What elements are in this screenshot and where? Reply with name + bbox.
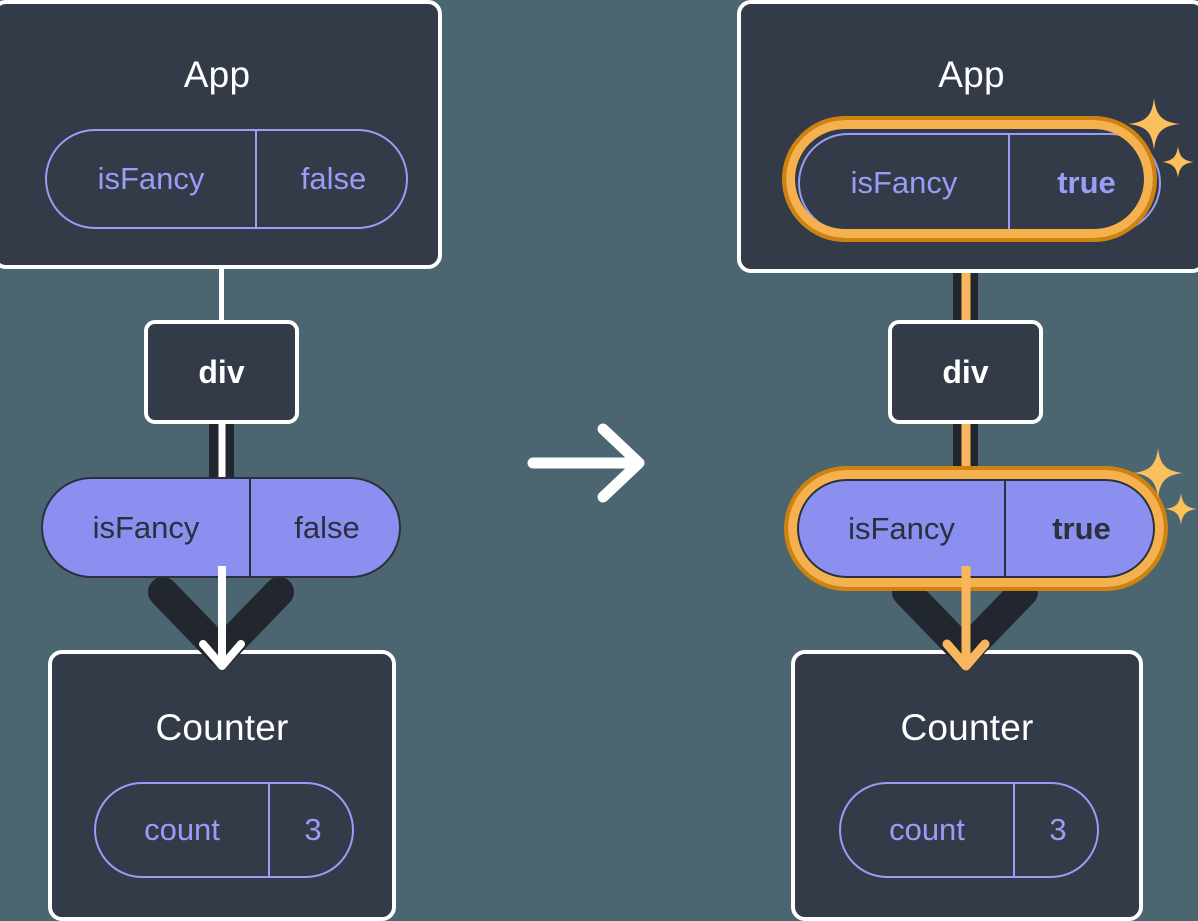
counter-box-before: Counter count 3 (48, 650, 396, 921)
counter-title-after: Counter (900, 707, 1034, 748)
app-state-pill-before: isFancy false (45, 129, 408, 229)
prop-pill-after: isFancy true (797, 479, 1155, 578)
counter-state-pill-value-before: 3 (268, 784, 356, 876)
app-state-pill-value-after: true (1008, 135, 1163, 231)
sparkle-icon-prop-after (1133, 448, 1197, 525)
counter-state-pill-key-after: count (889, 812, 965, 847)
counter-state-pill-after: count 3 (839, 782, 1099, 878)
prop-arrow-head-before (199, 640, 245, 670)
counter-state-pill-key-before: count (144, 812, 220, 847)
counter-box-after: Counter count 3 (791, 650, 1143, 921)
counter-title-before: Counter (155, 707, 289, 748)
prop-arrow-head-after (942, 639, 990, 671)
div-box-before: div (144, 320, 299, 424)
prop-pill-before: isFancy false (41, 477, 401, 578)
div-box-after: div (888, 320, 1043, 424)
sparkle-icon-app-after (1128, 98, 1194, 178)
wire-div-to-prop-right (953, 420, 978, 482)
prop-arrow-before (199, 566, 245, 670)
counter-state-pill-value-after: 3 (1013, 784, 1101, 876)
prop-arrow-after (942, 566, 990, 671)
app-title-before: App (183, 54, 251, 95)
prop-pill-key-before: isFancy (92, 509, 200, 545)
app-state-pill-value-before: false (255, 131, 410, 227)
app-state-pill-key-after: isFancy (850, 165, 958, 200)
app-box-after: App isFancy true (737, 0, 1198, 273)
prop-pill-value-before: false (249, 479, 403, 576)
app-state-pill-key-before: isFancy (97, 161, 205, 196)
transition-arrow-icon (527, 423, 645, 503)
counter-state-pill-before: count 3 (94, 782, 354, 878)
app-state-pill-after: isFancy true (798, 133, 1161, 233)
div-label-before: div (198, 353, 245, 390)
prop-pill-value-after: true (1004, 481, 1157, 576)
wire-div-to-prop-left (209, 420, 234, 482)
app-title-after: App (938, 54, 1005, 95)
prop-pill-key-after: isFancy (848, 510, 955, 546)
wire-orange-inner-right-mid (961, 420, 970, 482)
app-box-before: App isFancy false (0, 0, 442, 269)
div-label-after: div (942, 353, 989, 390)
wire-white-inner-left (218, 420, 225, 482)
